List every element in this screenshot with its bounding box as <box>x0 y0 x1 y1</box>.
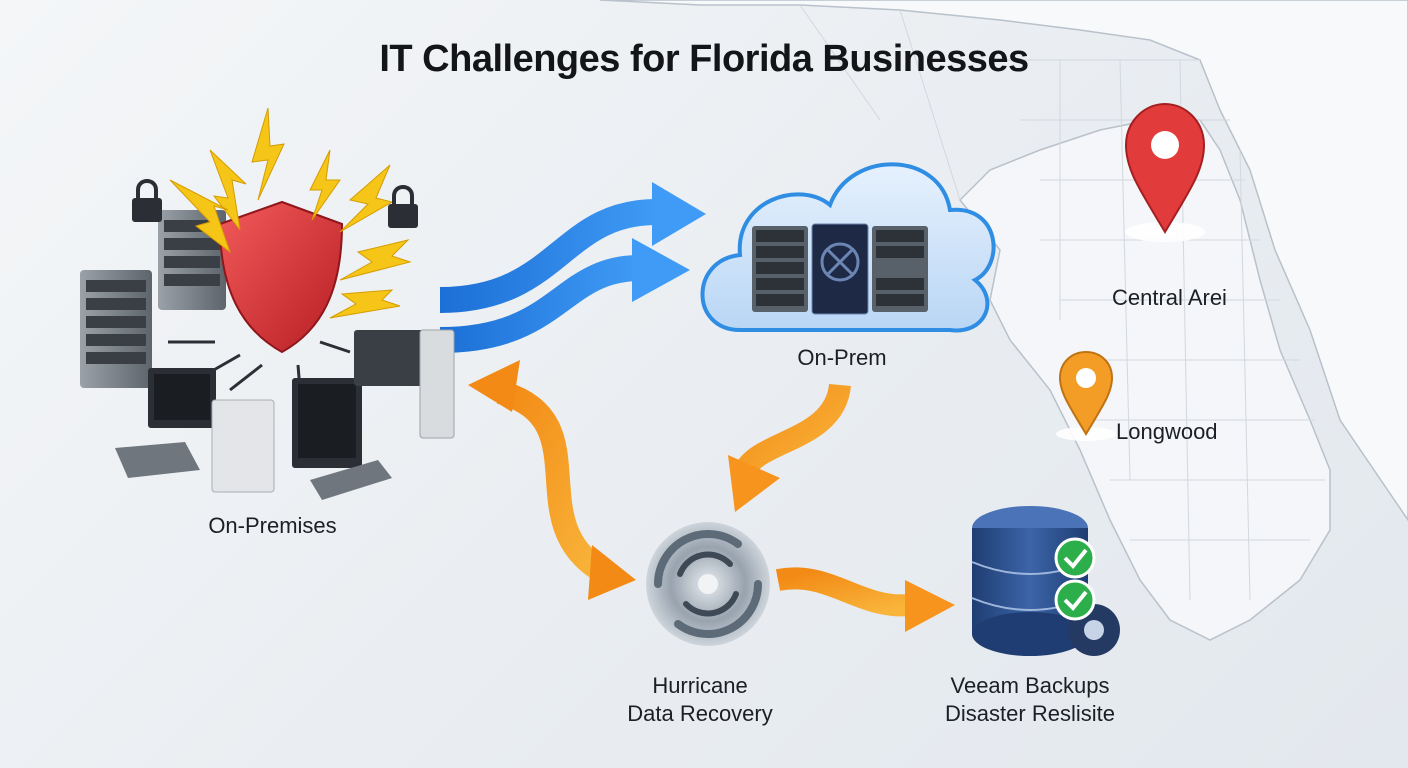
server-rack-icon <box>811 223 869 315</box>
hurricane-icon <box>646 522 770 646</box>
on-premises-cluster <box>80 107 455 500</box>
veeam-label-line2: Disaster Reslisite <box>945 701 1115 726</box>
on-prem-cloud-label: On-Prem <box>797 345 887 370</box>
lightning-icon <box>169 107 412 319</box>
desktop-computer-icon <box>115 368 275 493</box>
hurricane-label-line1: Hurricane <box>652 673 748 698</box>
server-rack-icon <box>752 226 808 312</box>
orange-flow-arrows <box>468 360 955 632</box>
blue-flow-arrows <box>439 182 706 353</box>
map-pin-icon <box>1124 102 1206 242</box>
lock-icon <box>388 185 418 228</box>
on-premises-label: On-Premises <box>208 513 337 538</box>
lock-icon <box>132 179 162 222</box>
hurricane-label-line2: Data Recovery <box>627 701 773 726</box>
server-rack-icon <box>80 270 152 388</box>
central-area-label: Central Arei <box>1112 285 1227 310</box>
checkmark-icon <box>1054 537 1096 579</box>
map-pin-icon <box>1056 350 1116 441</box>
desktop-computer-icon <box>292 329 455 500</box>
server-rack-icon <box>872 226 928 312</box>
shield-icon <box>218 200 344 354</box>
longwood-label: Longwood <box>1116 419 1218 444</box>
checkmark-icon <box>1054 579 1096 621</box>
page-title: IT Challenges for Florida Businesses <box>379 38 1029 80</box>
florida-map <box>599 0 1408 641</box>
veeam-label-line1: Veeam Backups <box>950 673 1110 698</box>
database-icon <box>971 506 1120 656</box>
cloud-icon <box>700 162 996 333</box>
